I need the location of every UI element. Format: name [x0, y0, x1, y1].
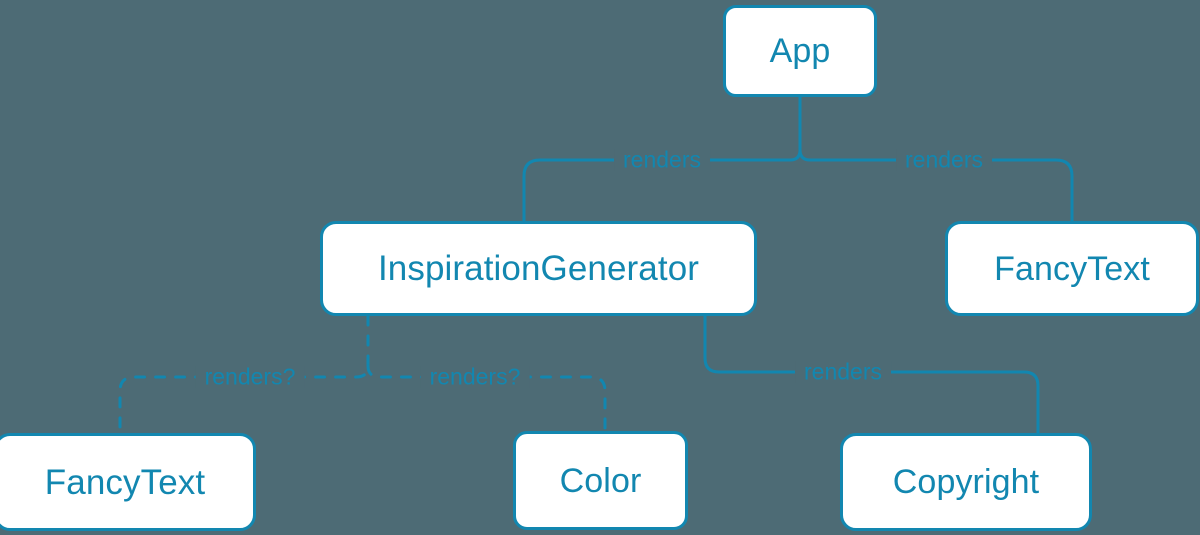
edge-label-inspiration-generator-to-color: renders?	[420, 365, 530, 389]
node-fancytext-bottom[interactable]: FancyText	[0, 433, 256, 531]
node-inspiration-generator-label: InspirationGenerator	[377, 249, 700, 288]
node-fancytext-bottom-label: FancyText	[44, 462, 206, 502]
edge-label-app-to-fancytext: renders	[896, 148, 992, 172]
edge-label-inspiration-generator-to-fancytext: renders?	[195, 365, 305, 389]
edge-label-app-to-inspiration-generator: renders	[614, 148, 710, 172]
node-copyright[interactable]: Copyright	[840, 433, 1092, 531]
edge-label-inspiration-generator-to-copyright: renders	[795, 360, 891, 384]
node-copyright-label: Copyright	[892, 463, 1040, 501]
node-color[interactable]: Color	[513, 431, 688, 530]
node-fancytext-right-label: FancyText	[994, 249, 1150, 288]
edge-app-to-fancytext	[798, 148, 1074, 224]
node-fancytext-right[interactable]: FancyText	[945, 221, 1199, 316]
node-color-label: Color	[559, 461, 642, 500]
node-app[interactable]: App	[723, 5, 877, 97]
edge-inspiration-dashed-stem-right	[366, 364, 607, 434]
node-inspiration-generator[interactable]: InspirationGenerator	[320, 221, 757, 316]
node-app-label: App	[769, 32, 831, 70]
